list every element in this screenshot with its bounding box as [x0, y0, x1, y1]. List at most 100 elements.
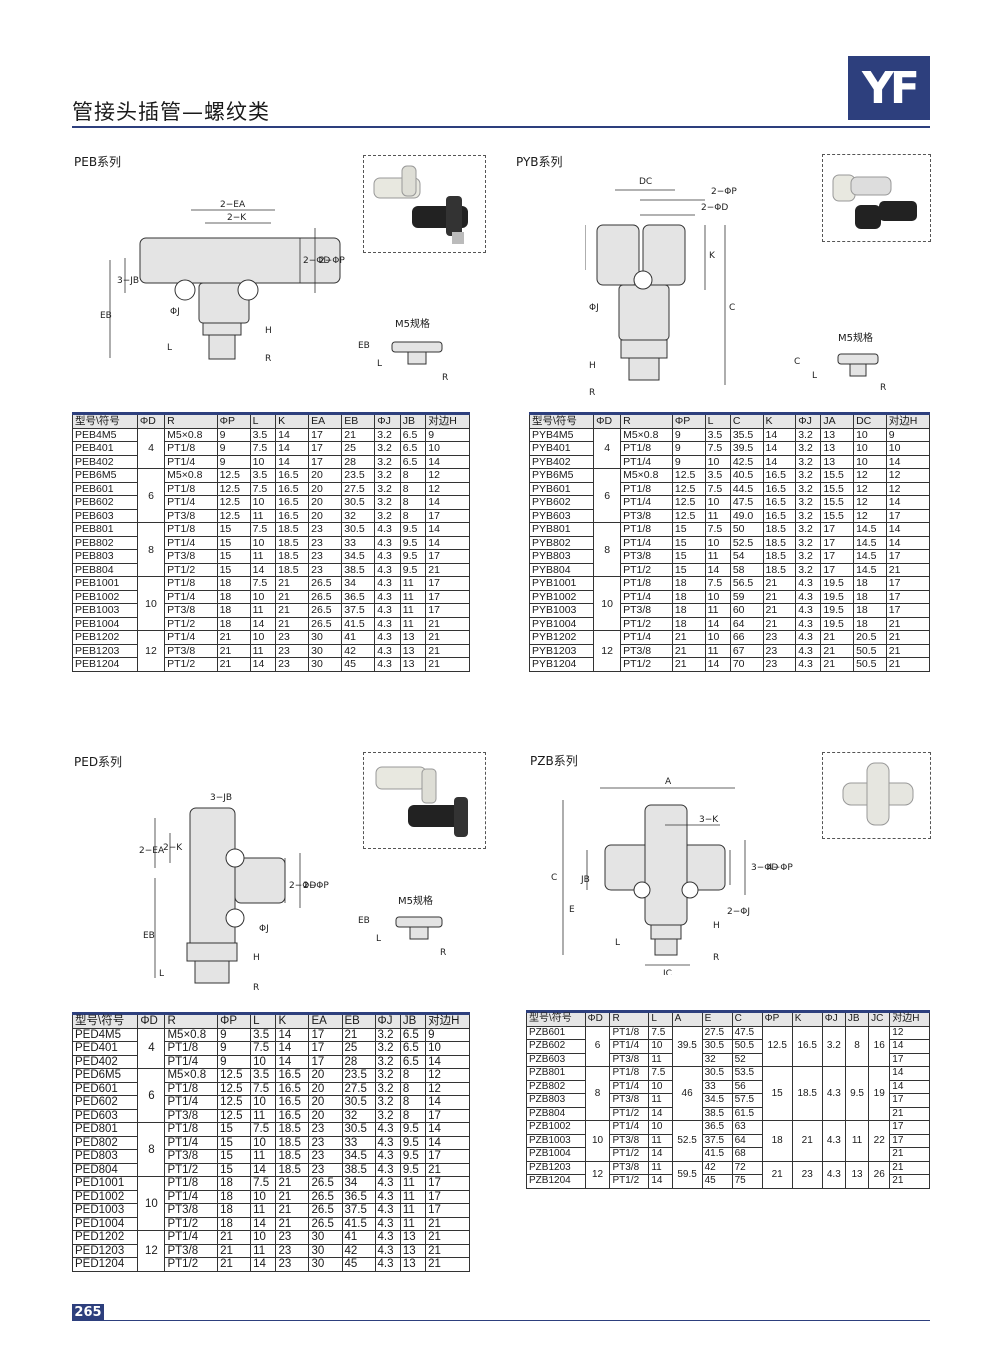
value-cell: 3.2 [374, 1108, 401, 1123]
value-cell: 30.5 [341, 495, 376, 510]
value-cell: 18 [216, 603, 251, 618]
value-cell: 34.5 [341, 549, 376, 564]
value-cell: 23 [308, 562, 343, 577]
value-cell: 3.5 [250, 1068, 277, 1083]
value-cell: M5×0.8 [164, 427, 218, 442]
value-cell: 21 [425, 1230, 470, 1245]
value-cell: 9.5 [399, 522, 427, 537]
value-cell: 12.5 [217, 1095, 252, 1110]
value-cell: PT1/4 [164, 630, 218, 645]
column-header: ΦJ [374, 413, 401, 429]
value-cell: 35.5 [729, 427, 764, 442]
value-cell: 9.5 [399, 1149, 427, 1164]
value-cell: 21 [885, 562, 931, 577]
value-cell: 27.5 [701, 1025, 733, 1040]
value-cell: 11 [250, 1108, 277, 1123]
value-cell: 7.5 [704, 576, 731, 591]
model-cell: PEB603 [72, 508, 138, 523]
dim-label: 2−ΦD [701, 203, 728, 213]
model-cell: PEB1203 [72, 643, 138, 658]
tube-od-cell: 4 [137, 1027, 166, 1069]
value-cell: 14 [704, 562, 731, 577]
value-cell: 12.5 [761, 1025, 793, 1067]
value-cell: 3.2 [795, 441, 822, 456]
value-cell: 58 [729, 562, 764, 577]
value-cell: 11 [399, 1216, 427, 1231]
dim-label: ΦJ [170, 307, 180, 317]
value-cell: 16.5 [275, 468, 310, 483]
value-cell: PT1/2 [164, 562, 218, 577]
value-cell: 23 [308, 549, 343, 564]
pyb-m5-drawing: CLR [794, 353, 886, 393]
value-cell: 30 [308, 1257, 343, 1272]
dim-label: 2−EA [139, 846, 165, 856]
value-cell: 21 [425, 1216, 470, 1231]
tube-od-cell: 4 [136, 427, 166, 469]
value-cell: 26.5 [308, 589, 343, 604]
value-cell: PT1/4 [620, 630, 673, 645]
dim-label: 2−ΦP [319, 256, 345, 266]
value-cell: 18.5 [275, 1149, 310, 1164]
value-cell: 14 [275, 454, 310, 469]
value-cell: 13 [820, 454, 855, 469]
value-cell: PT1/4 [620, 454, 673, 469]
value-cell: PT1/8 [164, 1176, 219, 1191]
value-cell: 17 [885, 549, 931, 564]
column-header: 对边H [889, 1011, 930, 1027]
column-header: E [701, 1011, 733, 1027]
dim-label: L [167, 343, 172, 353]
value-cell: 14 [250, 1162, 277, 1177]
value-cell: 20 [308, 1068, 343, 1083]
value-cell: 3.2 [795, 481, 822, 496]
dim-label: DC [639, 177, 652, 187]
model-cell: PED801 [71, 1122, 139, 1137]
model-cell: PED1003 [71, 1203, 139, 1218]
value-cell: 10 [249, 535, 277, 550]
value-cell: 61.5 [731, 1106, 763, 1121]
value-cell: 3.2 [374, 481, 401, 496]
value-cell: 18 [217, 1176, 252, 1191]
value-cell: 18 [853, 576, 887, 591]
value-cell: 7.5 [249, 441, 277, 456]
value-cell: 12.5 [217, 1108, 252, 1123]
value-cell: 49.0 [729, 508, 764, 523]
value-cell: 12 [425, 1081, 470, 1096]
value-cell: 13 [820, 427, 855, 442]
value-cell: 17 [308, 1041, 343, 1056]
tube-od-cell: 12 [593, 630, 622, 672]
model-cell: PED402 [71, 1054, 139, 1069]
value-cell: 7.5 [250, 1041, 277, 1056]
value-cell: 30.5 [701, 1066, 733, 1081]
value-cell: 30 [308, 657, 343, 672]
brand-logo: YF [848, 56, 930, 120]
value-cell: 21 [671, 643, 706, 658]
dim-label: R [440, 948, 446, 958]
value-cell: 17 [308, 427, 343, 442]
value-cell: 12.5 [216, 468, 251, 483]
column-header: 型号\符号 [71, 1013, 139, 1029]
value-cell: 14 [704, 657, 731, 672]
value-cell: 21 [820, 643, 855, 658]
value-cell: 18 [671, 576, 706, 591]
model-cell: PYB6M5 [528, 468, 595, 483]
value-cell: 41 [341, 630, 376, 645]
dim-label: R [880, 383, 886, 393]
value-cell: PT1/8 [164, 481, 218, 496]
value-cell: PT1/4 [164, 1095, 219, 1110]
value-cell: 9.5 [399, 1135, 427, 1150]
value-cell: 23 [308, 1162, 343, 1177]
value-cell: 16.5 [275, 1068, 310, 1083]
column-header: ΦP [217, 1013, 252, 1029]
section-label-pzb: PZB系列 [530, 754, 578, 768]
value-cell: 4.3 [374, 1135, 401, 1150]
dim-label: 2−ΦD [303, 256, 330, 266]
value-cell: 37.5 [341, 603, 376, 618]
